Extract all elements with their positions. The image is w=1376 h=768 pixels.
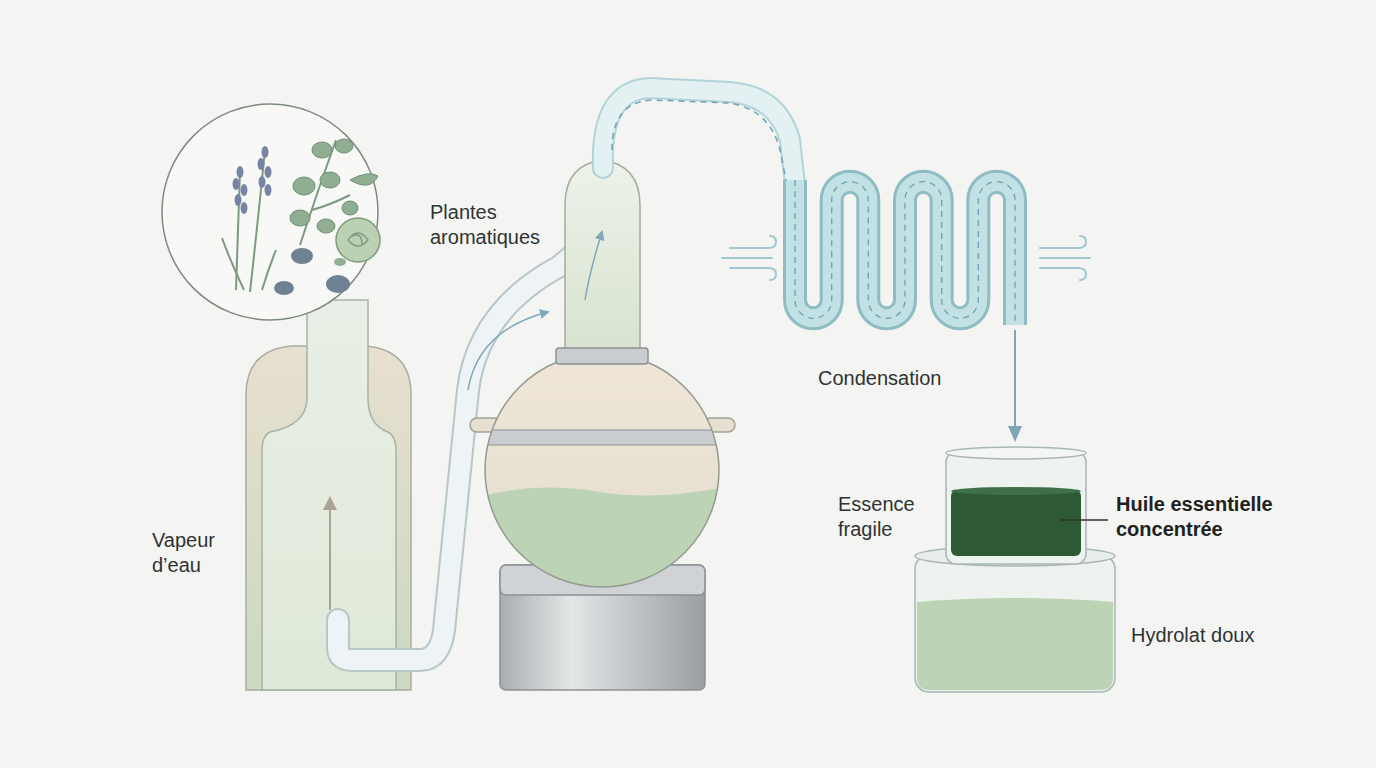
annotation-label: Plantes aromatiques: [430, 200, 570, 250]
annotation-label: Huile essentielle concentrée: [1116, 492, 1316, 542]
annotation-label: Condensation: [818, 366, 941, 391]
annotation-label: Hydrolat doux: [1131, 623, 1254, 648]
annotation-label: Vapeur d’eau: [152, 528, 247, 578]
annotation-label: Essence fragile: [838, 492, 938, 542]
